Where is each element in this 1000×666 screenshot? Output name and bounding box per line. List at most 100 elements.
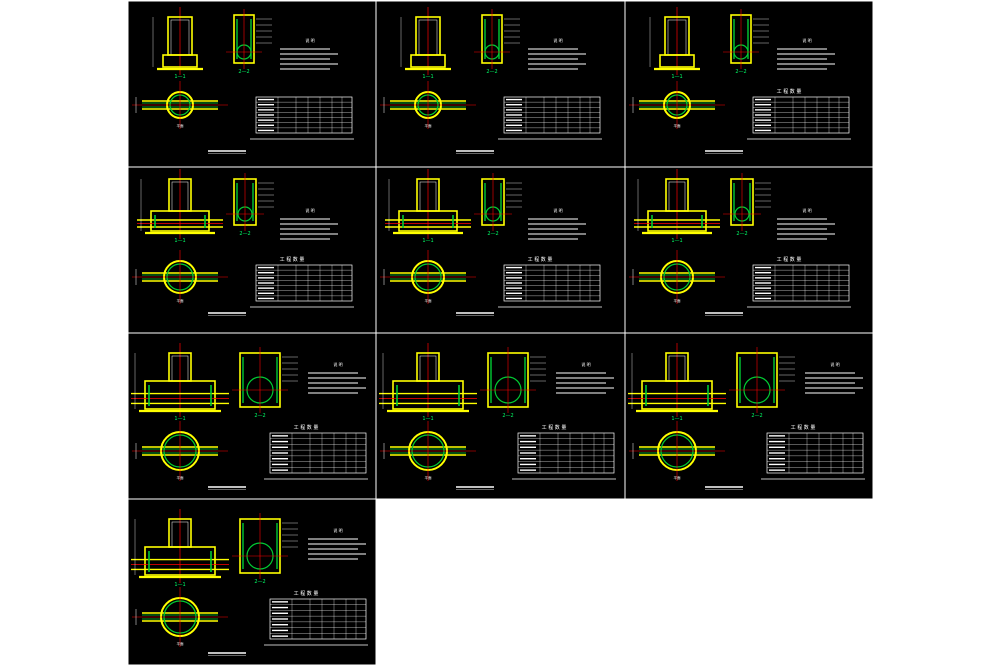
drawing-sheet[interactable]: 1—1 2—2 说 明平面 工 程 数 量	[375, 332, 626, 500]
plan-label: 平面	[674, 475, 682, 480]
notes-block: 说 明	[280, 207, 338, 240]
notes-block: 说 明	[280, 37, 338, 70]
quantity-table: 工 程 数 量	[512, 424, 616, 480]
notes-block: 说 明	[805, 361, 863, 394]
section-2-2: 2—2	[474, 9, 520, 75]
quantity-table	[498, 96, 602, 140]
chamber-body	[392, 380, 464, 410]
section-1-1-elevation: 1—1	[137, 169, 223, 244]
table-frame	[766, 432, 864, 474]
section-2-2: 2—2	[474, 173, 522, 237]
notes-block: 说 明	[777, 207, 835, 240]
sheet-border	[624, 166, 874, 334]
section-1-1-label: 1—1	[174, 416, 185, 422]
notes-block: 说 明	[777, 37, 835, 70]
section-2-2: 2—2	[226, 173, 274, 237]
chamber-body	[144, 380, 216, 410]
quantity-table-title: 工 程 数 量	[777, 88, 802, 95]
section-2-2-label: 2—2	[254, 413, 265, 419]
drawing-sheet[interactable]: 1—1 2—2 说 明平面 工 程 数 量	[624, 332, 874, 500]
section-2-2-label: 2—2	[238, 69, 249, 75]
table-frame	[503, 264, 601, 302]
quantity-table: 工 程 数 量	[747, 256, 851, 308]
notes-block: 说 明	[528, 37, 586, 70]
plan-label: 平面	[177, 475, 184, 480]
table-frame	[255, 264, 353, 302]
section-1-1-label: 1—1	[422, 416, 433, 422]
table-frame	[269, 598, 367, 640]
section-2-2: 2—2	[232, 347, 298, 419]
section-1-1-elevation: 1—1	[379, 343, 477, 422]
plan-view: 平面	[132, 81, 228, 129]
quantity-table-title: 工 程 数 量	[542, 424, 567, 431]
table-frame	[752, 96, 850, 134]
notes-heading: 说 明	[333, 361, 342, 367]
section-1-1-label: 1—1	[671, 416, 682, 422]
sheet-border	[375, 332, 626, 500]
section-1-1-elevation: 1—1	[628, 343, 726, 422]
section-1-1-label: 1—1	[174, 582, 185, 588]
chamber-base	[410, 54, 446, 68]
section-1-1-elevation: 1—1	[649, 7, 700, 80]
chamber-body	[398, 210, 458, 232]
quantity-table-title: 工 程 数 量	[280, 256, 305, 263]
section-1-1-label: 1—1	[671, 74, 682, 80]
notes-block: 说 明	[308, 361, 366, 394]
plan-view: 平面	[629, 81, 725, 129]
section-2-2: 2—2	[232, 513, 298, 585]
section-1-1-elevation: 1—1	[152, 7, 203, 80]
plan-label: 平面	[425, 123, 433, 128]
quantity-table: 工 程 数 量	[761, 424, 865, 480]
plan-label: 平面	[674, 298, 682, 303]
notes-heading: 说 明	[581, 361, 590, 367]
plan-view: 平面	[132, 421, 228, 481]
notes-block: 说 明	[556, 361, 614, 394]
section-2-2-label: 2—2	[486, 69, 497, 75]
section-2-2: 2—2	[480, 347, 546, 419]
notes-heading: 说 明	[305, 37, 314, 43]
notes-heading: 说 明	[305, 207, 314, 213]
quantity-table-title: 工 程 数 量	[777, 256, 802, 263]
section-1-1-elevation: 1—1	[400, 7, 451, 80]
section-1-1-label: 1—1	[422, 74, 433, 80]
drawing-sheet[interactable]: 1—1 2—2 说 明平面	[127, 0, 377, 168]
quantity-table-title: 工 程 数 量	[294, 424, 319, 431]
drawing-sheet[interactable]: 1—1 2—2 说 明平面 工 程 数 量	[127, 332, 377, 500]
plan-view: 平面	[380, 81, 476, 129]
quantity-table: 工 程 数 量	[264, 424, 368, 480]
drawing-sheet[interactable]: 1—1 2—2 说 明平面	[375, 0, 626, 168]
quantity-table	[250, 96, 354, 140]
section-2-2: 2—2	[729, 347, 795, 419]
section-2-2-label: 2—2	[751, 413, 762, 419]
plan-label: 平面	[425, 475, 433, 480]
chamber-base	[659, 54, 695, 68]
plan-view: 平面	[629, 421, 725, 481]
chamber-body	[641, 380, 713, 410]
chamber-base	[162, 54, 198, 68]
chamber-body	[647, 210, 707, 232]
chamber-body	[150, 210, 210, 232]
table-frame	[752, 264, 850, 302]
notes-heading: 说 明	[553, 37, 562, 43]
section-1-1-elevation: 1—1	[385, 169, 471, 244]
section-2-2: 2—2	[723, 173, 771, 237]
notes-heading: 说 明	[333, 527, 342, 533]
plan-view: 平面	[132, 587, 228, 647]
table-frame	[517, 432, 615, 474]
notes-heading: 说 明	[802, 207, 811, 213]
section-1-1-label: 1—1	[174, 238, 185, 244]
notes-heading: 说 明	[830, 361, 839, 367]
notes-block: 说 明	[308, 527, 366, 560]
quantity-table-title: 工 程 数 量	[528, 256, 553, 263]
section-1-1-elevation: 1—1	[131, 509, 229, 588]
section-1-1-elevation: 1—1	[131, 343, 229, 422]
section-1-1-label: 1—1	[174, 74, 185, 80]
section-1-1-label: 1—1	[422, 238, 433, 244]
plan-view: 平面	[629, 250, 725, 304]
